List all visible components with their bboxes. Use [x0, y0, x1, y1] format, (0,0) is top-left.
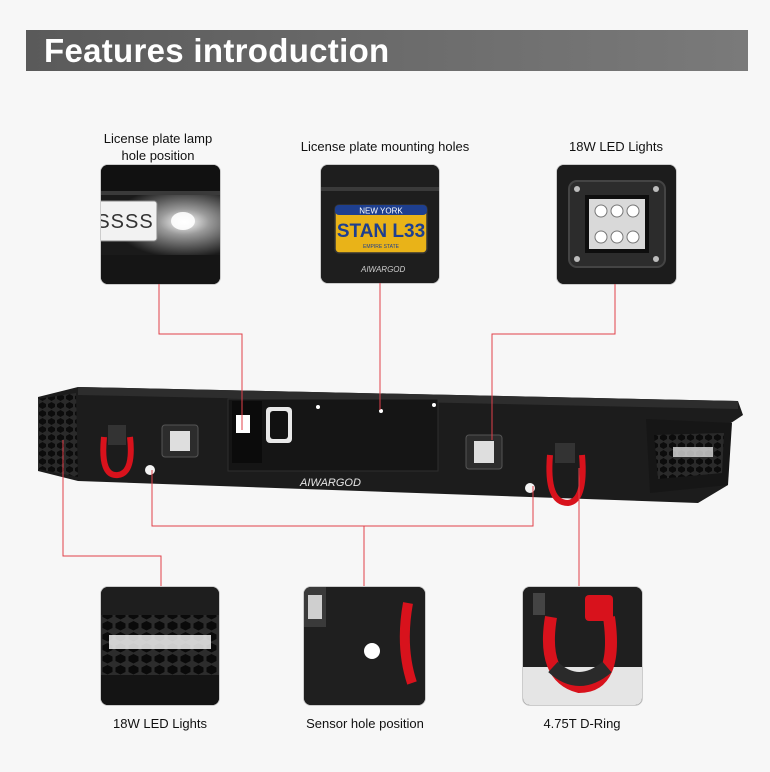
label-plate-lamp: License plate lamp hole position	[103, 131, 213, 163]
label-sensor: Sensor hole position	[306, 716, 424, 731]
label-d-ring: 4.75T D-Ring	[543, 716, 621, 731]
brand-logo-text: AIWARGOD	[360, 265, 406, 274]
photo-led-top	[557, 165, 676, 284]
label-led-bottom: 18W LED Lights	[113, 716, 207, 731]
plate-code-text: STAN L33	[337, 221, 425, 242]
plate-footer-text: EMPIRE STATE	[363, 244, 400, 250]
plate-number-text: SSSS	[101, 211, 154, 233]
photo-plate-holes: NEW YORK STAN L33 EMPIRE STATE AIWARGOD	[321, 165, 439, 283]
header-banner: Features introduction	[26, 30, 748, 71]
photo-d-ring	[523, 587, 642, 705]
label-plate-holes: License plate mounting holes	[300, 139, 470, 154]
photo-led-bottom	[101, 587, 219, 705]
bumper-brand-text: AIWARGOD	[299, 477, 361, 489]
photo-sensor-hole	[304, 587, 425, 705]
bumper-image: AIWARGOD	[38, 387, 743, 507]
photo-plate-lamp: SSSS	[101, 165, 220, 284]
label-led-top: 18W LED Lights	[569, 139, 663, 154]
plate-state-text: NEW YORK	[359, 207, 403, 216]
page-title: Features introduction	[44, 32, 390, 69]
